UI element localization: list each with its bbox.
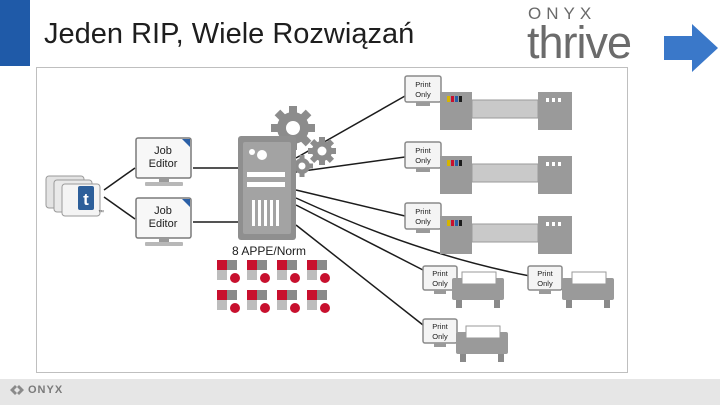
footer-logo: ONYX: [9, 383, 63, 397]
print-only-label-line2: Only: [432, 332, 448, 341]
job-editor-monitor-1: Job Editor: [135, 137, 192, 186]
print-only-label-line1: Print: [415, 207, 431, 216]
print-only-label-line1: Print: [432, 322, 448, 331]
app-stack-letter: t: [83, 190, 89, 209]
app-stack-icon: t ™: [45, 175, 104, 217]
footer-bar: ONYX: [0, 379, 720, 405]
flatbed-printer-1: Print Only: [422, 265, 504, 308]
flatbed-printer-2: Print Only: [527, 265, 614, 308]
print-only-label-line2: Only: [415, 90, 431, 99]
print-only-label-line1: Print: [432, 269, 448, 278]
norm-label: 8 APPE/Norm: [232, 244, 306, 258]
job-editor-label-line2: Editor: [149, 158, 178, 170]
print-only-label-line2: Only: [415, 217, 431, 226]
job-editor-label-line1: Job: [154, 205, 172, 217]
footer-brand: ONYX: [28, 384, 64, 396]
job-editor-monitor-2: Job Editor: [135, 197, 192, 246]
job-editor-label-line1: Job: [154, 145, 172, 157]
print-only-label-line1: Print: [415, 80, 431, 89]
print-only-label-line1: Print: [415, 146, 431, 155]
wide-format-printer-1: Print Only: [404, 75, 572, 130]
print-only-label-line1: Print: [537, 269, 553, 278]
arrow-right-icon: [664, 24, 718, 72]
wide-format-printer-3: Print Only: [404, 202, 572, 254]
print-only-label-line2: Only: [432, 279, 448, 288]
rip-server-icon: [238, 136, 296, 240]
print-only-label-line2: Only: [537, 279, 553, 288]
job-editor-label-line2: Editor: [149, 218, 178, 230]
connector-lines: [103, 95, 531, 326]
onyx-mark-icon: [10, 385, 24, 395]
slide-title: Jeden RIP, Wiele Rozwiązań: [44, 18, 415, 50]
onyx-logo-text: ONYX: [528, 4, 597, 23]
flatbed-printer-3: Print Only: [422, 318, 508, 362]
appe-chip-grid: [217, 260, 330, 313]
app-stack-tm: ™: [98, 209, 104, 216]
thrive-logo-text: thrive: [527, 17, 632, 68]
title-accent-bar: [0, 0, 30, 66]
print-only-label-line2: Only: [415, 156, 431, 165]
wide-format-printer-2: Print Only: [404, 141, 572, 194]
